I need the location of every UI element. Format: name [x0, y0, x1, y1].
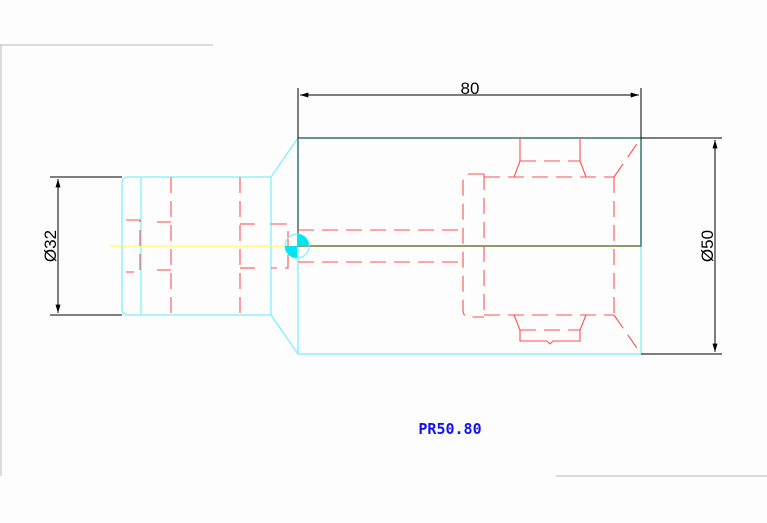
part-label: PR50.80: [418, 420, 481, 438]
body-outline: [297, 137, 642, 355]
dimension-big-diameter: [641, 137, 722, 355]
sheet-border: [0, 44, 767, 477]
center-mark-icon: [284, 233, 310, 259]
dimension-small-diameter: [50, 176, 122, 316]
dimension-big-diameter-text: Ø50: [698, 230, 717, 262]
hidden-lines: [126, 137, 642, 355]
dimension-length: [297, 88, 642, 138]
dimension-small-diameter-text: Ø32: [41, 230, 60, 262]
dimension-length-text: 80: [461, 79, 480, 98]
